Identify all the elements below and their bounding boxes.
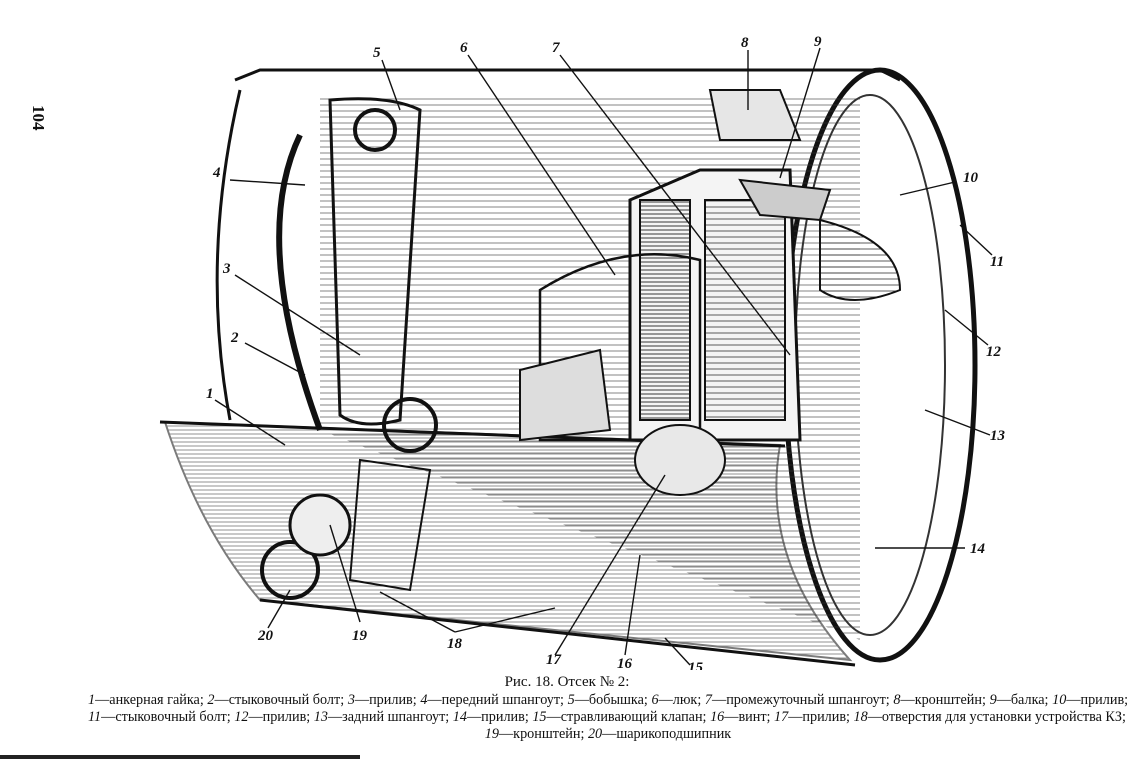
compartment-drawing: 1 2 3 4 5 6 7 8 9 10 11 12 13 14 15 16 1…	[159, 34, 1006, 670]
legend-item: 11—стыковочный болт;	[88, 709, 231, 725]
callout-20: 20	[257, 628, 274, 644]
legend-item: 13—задний шпангоут;	[313, 709, 450, 725]
bracket-beam	[708, 89, 902, 301]
callout-8: 8	[741, 35, 749, 51]
callout-15: 15	[688, 660, 704, 670]
legend-last-line: 19—кронштейн; 20—шарикоподшипник	[88, 726, 1128, 743]
callout-3: 3	[222, 261, 231, 277]
legend-item: 1—анкерная гайка;	[88, 692, 204, 708]
callout-4: 4	[212, 165, 221, 181]
callout-6: 6	[460, 40, 468, 56]
callout-2: 2	[230, 330, 239, 346]
legend-item: 5—бобышка;	[567, 692, 648, 708]
legend-item: 8—кронштейн;	[893, 692, 986, 708]
callout-9: 9	[814, 34, 822, 50]
callout-5: 5	[373, 45, 381, 61]
legend-item: 12—прилив;	[234, 709, 311, 725]
legend-item: 6—люк;	[651, 692, 702, 708]
callout-16: 16	[617, 656, 633, 670]
callout-11: 11	[990, 254, 1004, 270]
callout-13: 13	[990, 428, 1006, 444]
legend-item: 19—кронштейн;	[484, 726, 585, 742]
callout-18: 18	[447, 636, 463, 652]
page-edge-rule	[0, 755, 360, 759]
legend-item: 20—шарикоподшипник	[587, 726, 732, 742]
callout-12: 12	[986, 344, 1002, 360]
callout-14: 14	[970, 541, 986, 557]
legend-item: 7—промежуточный шпангоут;	[704, 692, 890, 708]
callout-10: 10	[963, 170, 979, 186]
leader-lines	[214, 47, 993, 666]
hatch-frame	[519, 168, 802, 442]
legend-item: 16—винт;	[710, 709, 771, 725]
legend-item: 2—стыковочный болт;	[207, 692, 345, 708]
figure-caption-title: Рис. 18. Отсек № 2:	[504, 674, 630, 690]
callout-19: 19	[352, 628, 368, 644]
front-frame	[328, 97, 438, 453]
legend-item: 14—прилив;	[452, 709, 529, 725]
callout-17: 17	[546, 652, 562, 668]
callout-7: 7	[552, 40, 560, 56]
legend-item: 4—передний шпангоут;	[420, 692, 564, 708]
legend-item: 3—прилив;	[347, 692, 417, 708]
legend-item: 17—прилив;	[774, 709, 850, 725]
legend-item: 18—отверстия для установки устройства КЗ…	[853, 709, 1126, 725]
callout-1: 1	[206, 386, 214, 402]
callout-labels: 1 2 3 4 5 6 7 8 9 10 11 12 13 14 15 16 1…	[206, 34, 1006, 670]
legend-item: 15—стравливающий клапан;	[532, 709, 707, 725]
legend-item: 10—прилив;	[1052, 692, 1129, 708]
legend-item: 9—балка;	[989, 692, 1049, 708]
figure-legend: 1—анкерная гайка; 2—стыковочный болт; 3—…	[88, 692, 1128, 743]
